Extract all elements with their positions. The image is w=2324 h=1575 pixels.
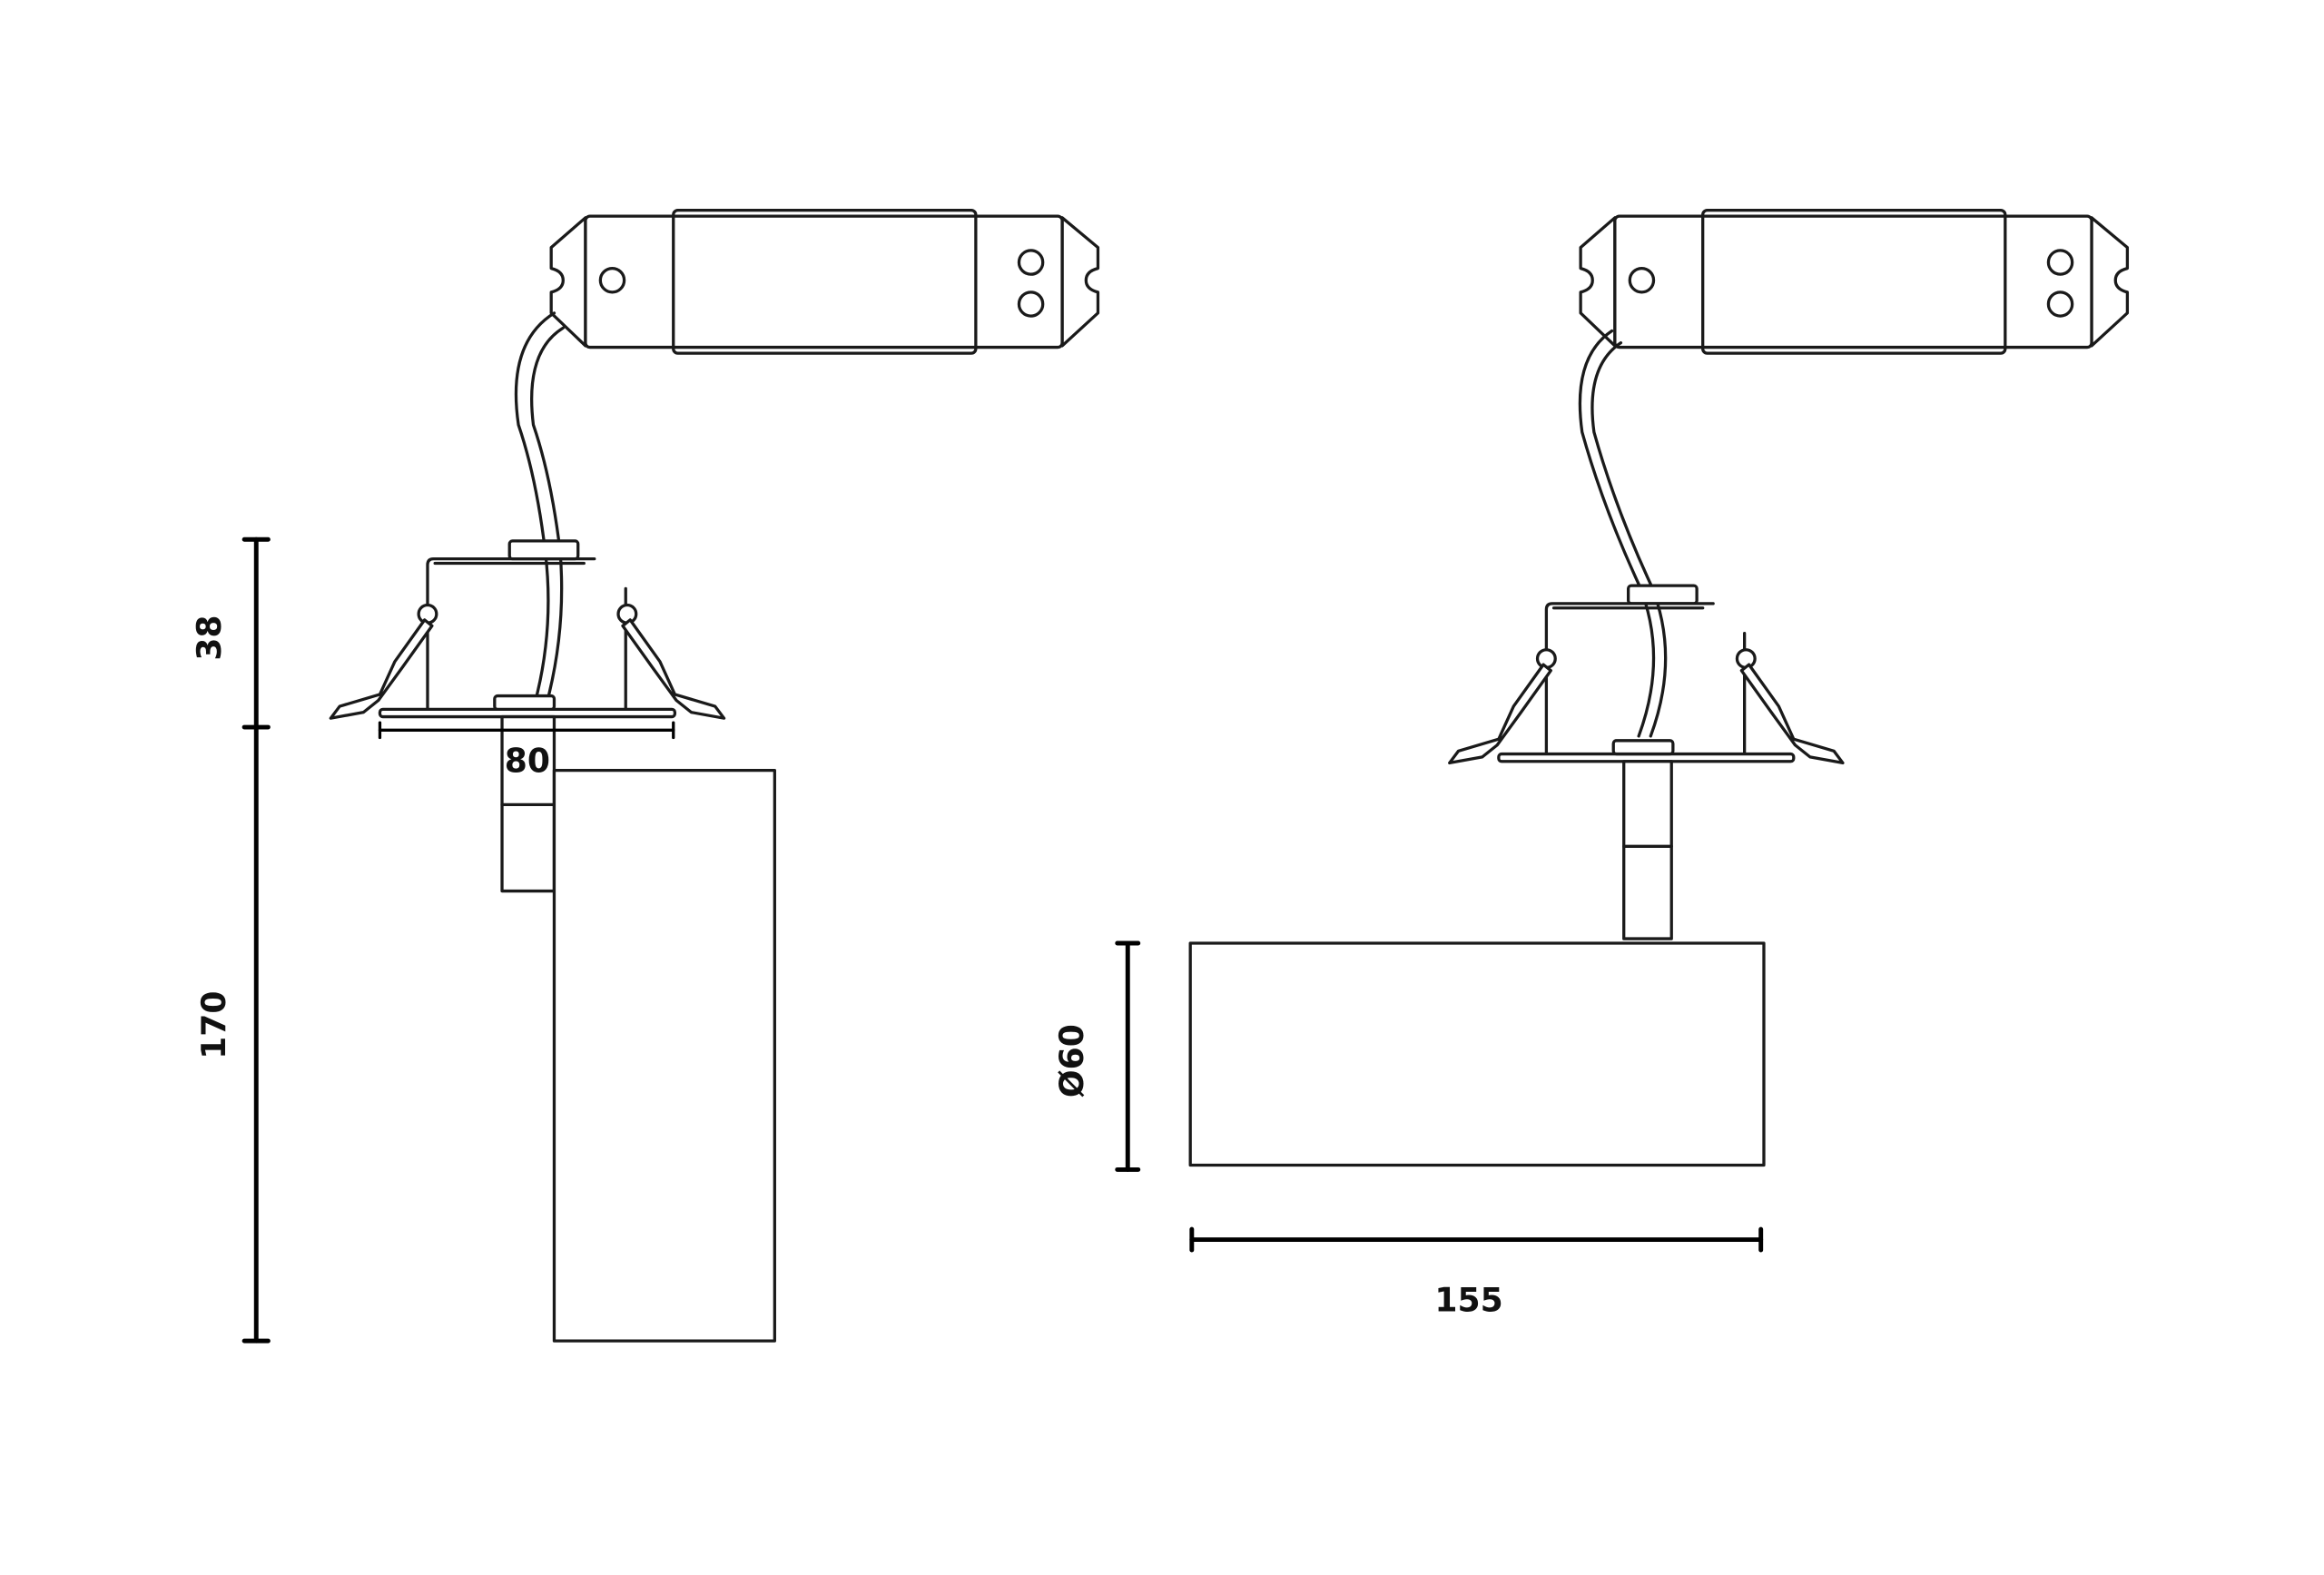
side-view: Ø60 155 bbox=[1052, 208, 2130, 1319]
front-view: 38 170 80 bbox=[190, 208, 1100, 1344]
mounting-bracket bbox=[1448, 584, 1845, 765]
driver-box bbox=[549, 208, 1100, 355]
driver-box bbox=[1579, 208, 2130, 355]
dim-length: 155 bbox=[1434, 1280, 1502, 1319]
dim-diameter: Ø60 bbox=[1052, 1024, 1091, 1098]
mounting-bracket bbox=[329, 539, 726, 720]
lamp-body bbox=[552, 768, 776, 1343]
stem bbox=[1622, 760, 1673, 940]
dim-cutout-width: 80 bbox=[505, 741, 550, 780]
cable bbox=[1578, 329, 1656, 738]
cable bbox=[514, 311, 556, 699]
lamp-body bbox=[1188, 941, 1766, 1167]
dim-body-height: 170 bbox=[194, 991, 233, 1059]
dim-recess-height: 38 bbox=[190, 615, 229, 660]
